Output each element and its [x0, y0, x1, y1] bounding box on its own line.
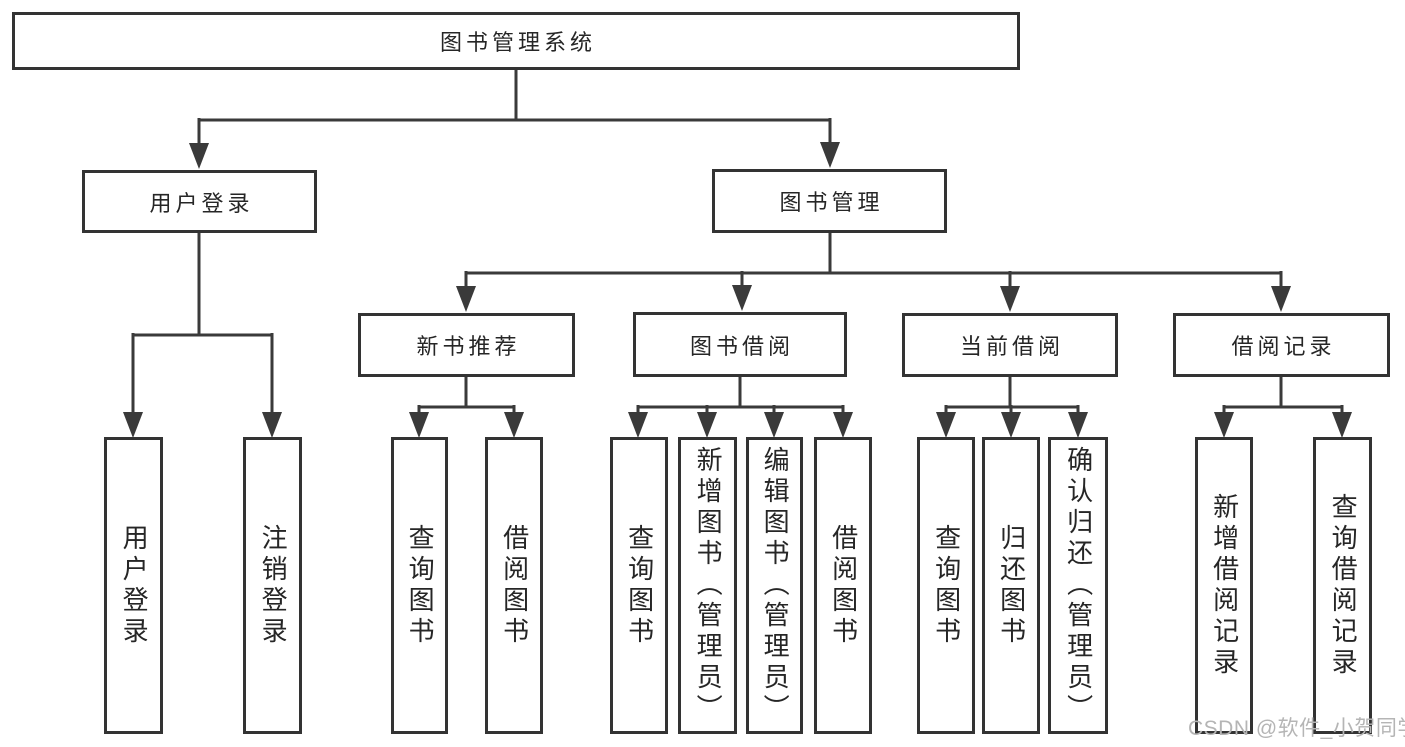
node-new-book-recommend: 新书推荐: [358, 313, 575, 377]
arrowhead-down-icon: [1068, 412, 1088, 438]
arrowhead-down-icon: [697, 412, 717, 438]
leaf-label: 查询图书: [931, 523, 962, 648]
leaf-borrow-books: 借阅图书: [814, 437, 872, 734]
leaf-label: 借阅图书: [828, 523, 859, 648]
leaf-add-borrow-record: 新增借阅记录: [1195, 437, 1253, 734]
leaf-user-login: 用户登录: [104, 437, 163, 734]
node-borrowing-records: 借阅记录: [1173, 313, 1390, 377]
arrowhead-down-icon: [409, 412, 429, 438]
leaf-label: 查询图书: [624, 523, 655, 648]
leaf-label: 新增图书（管理员）: [693, 446, 724, 725]
leaf-borrow-books-recommend: 借阅图书: [485, 437, 543, 734]
node-current-borrowing: 当前借阅: [902, 313, 1118, 377]
arrowhead-down-icon: [1271, 286, 1291, 312]
leaf-query-books-current: 查询图书: [917, 437, 975, 734]
arrowhead-down-icon: [1000, 286, 1020, 312]
leaf-query-books-borrowing: 查询图书: [610, 437, 668, 734]
arrowhead-down-icon: [764, 412, 784, 438]
arrowhead-down-icon: [456, 286, 476, 312]
leaf-label: 查询图书: [405, 523, 436, 648]
leaf-return-books: 归还图书: [982, 437, 1040, 734]
leaf-query-books-recommend: 查询图书: [391, 437, 448, 734]
arrowhead-down-icon: [262, 412, 282, 438]
node-book-management: 图书管理: [712, 169, 947, 233]
leaf-label: 确认归还（管理员）: [1063, 446, 1094, 725]
leaf-label: 注销登录: [258, 523, 289, 648]
leaf-confirm-return-admin: 确认归还（管理员）: [1048, 437, 1108, 734]
arrowhead-down-icon: [936, 412, 956, 438]
leaf-label: 借阅图书: [499, 523, 530, 648]
watermark: CSDN @软件_小贺同学: [1188, 717, 1405, 740]
leaf-label: 新增借阅记录: [1209, 492, 1240, 679]
arrowhead-down-icon: [628, 412, 648, 438]
node-user-login: 用户登录: [82, 170, 317, 233]
arrowhead-down-icon: [732, 285, 752, 311]
leaf-label: 用户登录: [119, 523, 150, 648]
leaf-edit-books-admin: 编辑图书（管理员）: [746, 437, 803, 734]
leaf-label: 编辑图书（管理员）: [760, 446, 791, 725]
leaf-logout: 注销登录: [243, 437, 302, 734]
arrowhead-down-icon: [504, 412, 524, 438]
leaf-label: 查询借阅记录: [1328, 492, 1359, 679]
leaf-label: 归还图书: [996, 523, 1027, 648]
arrowhead-down-icon: [1001, 412, 1021, 438]
node-library-system: 图书管理系统: [12, 12, 1020, 70]
arrowhead-down-icon: [123, 412, 143, 438]
arrowhead-down-icon: [820, 142, 840, 168]
leaf-query-borrow-record: 查询借阅记录: [1313, 437, 1372, 734]
arrowhead-down-icon: [1214, 412, 1234, 438]
arrowhead-down-icon: [1332, 412, 1352, 438]
arrowhead-down-icon: [833, 412, 853, 438]
node-book-borrowing: 图书借阅: [633, 312, 847, 377]
arrowhead-down-icon: [189, 143, 209, 169]
leaf-add-books-admin: 新增图书（管理员）: [678, 437, 737, 734]
